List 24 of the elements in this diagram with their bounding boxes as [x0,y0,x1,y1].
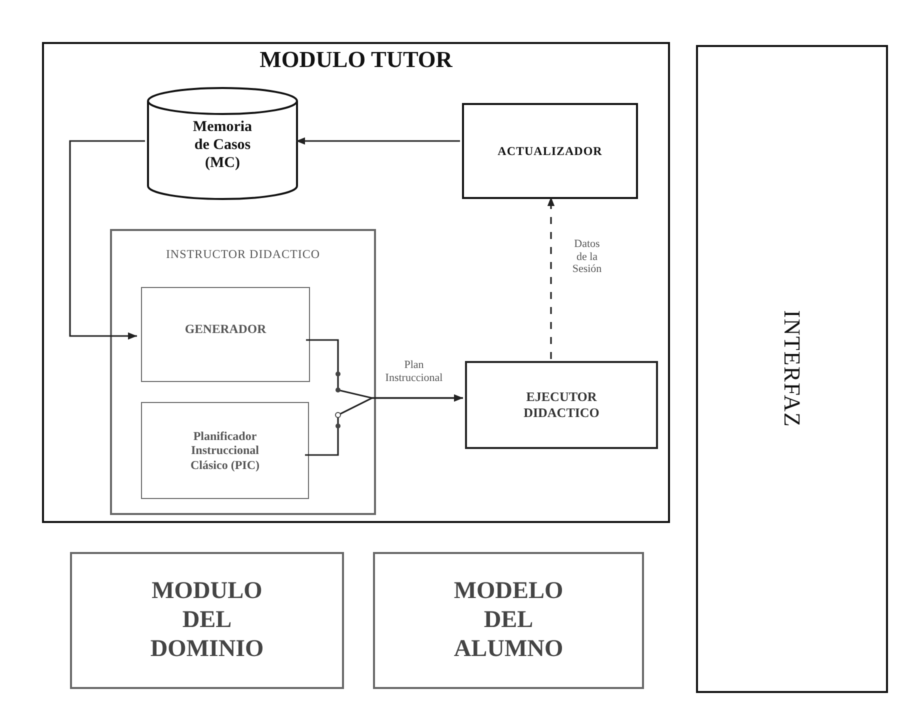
node-label: MODULO DEL DOMINIO [149,577,265,664]
process-box [141,287,310,382]
arrow [305,394,463,456]
interface-panel [696,45,888,693]
arrow [69,140,145,340]
module-panel [42,42,670,523]
process-box [462,103,638,199]
panel-heading: MODULO TUTOR [260,46,452,74]
process-box [465,361,658,449]
process-box [141,402,309,499]
module-box [70,552,344,689]
node-label: INTERFAZ [778,310,806,428]
panel-heading: INSTRUCTOR DIDACTICO [166,247,320,262]
node-label: Planificador Instruccional Clásico (PIC) [190,428,260,472]
node-label: Memoria de Casos (MC) [192,118,254,172]
group-panel [110,229,376,515]
node-label: ACTUALIZADOR [498,144,602,158]
node-label: MODELO DEL ALUMNO [452,577,564,664]
dashed-arrow [547,197,555,359]
module-box [373,552,644,689]
node-label: EJECUTOR DIDACTICO [522,389,600,421]
node-label: GENERADOR [184,322,266,337]
arrow [296,137,460,145]
database-cylinder [147,88,298,199]
